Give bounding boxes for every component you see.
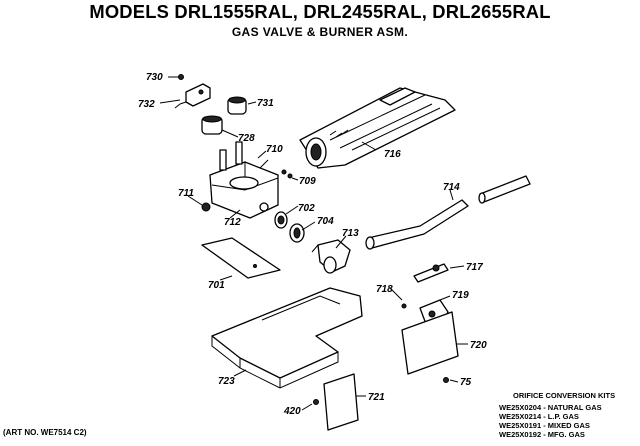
part-704-fitting <box>289 223 305 243</box>
part-728-coil <box>201 115 223 135</box>
callout-721: 721 <box>368 392 385 403</box>
part-702-fitting <box>274 211 288 229</box>
part-720-bracket <box>401 311 459 375</box>
orifice-kit-item: WE25X0192 - MFG. GAS <box>499 430 585 439</box>
part-731-coil <box>227 96 247 115</box>
part-718-screw <box>401 303 407 309</box>
callout-709: 709 <box>299 176 316 187</box>
callout-704: 704 <box>317 216 334 227</box>
callout-labels: 730 732 731 728 710 709 716 711 712 702 … <box>138 72 487 417</box>
part-716-burner <box>299 87 456 169</box>
art-number: (ART NO. WE7514 C2) <box>3 428 87 437</box>
callout-75: 75 <box>460 377 472 388</box>
part-723-burner-support <box>211 287 363 389</box>
callout-710: 710 <box>266 144 283 155</box>
part-75-screw <box>443 377 449 383</box>
callout-716: 716 <box>384 149 401 160</box>
callout-732: 732 <box>138 99 155 110</box>
callout-730: 730 <box>146 72 163 83</box>
orifice-kit-item: WE25X0204 - NATURAL GAS <box>499 403 602 412</box>
part-709-screw <box>281 169 293 179</box>
orifice-kits-heading: ORIFICE CONVERSION KITS <box>513 391 615 400</box>
diagram-subtitle: GAS VALVE & BURNER ASM. <box>231 25 409 39</box>
callout-420: 420 <box>283 406 301 417</box>
part-714-tube <box>365 199 469 250</box>
callout-719: 719 <box>452 290 469 301</box>
callout-728: 728 <box>238 133 255 144</box>
diagram-title: MODELS DRL1555RAL, DRL2455RAL, DRL2655RA… <box>89 2 551 22</box>
callout-731: 731 <box>257 98 274 109</box>
part-732-bracket <box>174 83 211 109</box>
callout-714: 714 <box>443 182 460 193</box>
callout-718: 718 <box>376 284 393 295</box>
orifice-kits-legend: ORIFICE CONVERSION KITS WE25X0204 - NATU… <box>499 391 615 439</box>
orifice-kit-item: WE25X0191 - MIXED GAS <box>499 421 590 430</box>
part-717-igniter <box>413 263 449 283</box>
callout-712: 712 <box>224 217 241 228</box>
callout-713: 713 <box>342 228 359 239</box>
part-710-gas-valve <box>201 141 279 219</box>
part-721-shield <box>323 373 359 431</box>
leader-lines <box>159 76 468 411</box>
part-713-elbow <box>311 239 351 274</box>
part-tube-segment <box>478 175 531 204</box>
callout-717: 717 <box>466 262 483 273</box>
callout-702: 702 <box>298 203 315 214</box>
callout-711: 711 <box>178 188 194 199</box>
callout-723: 723 <box>218 376 235 387</box>
part-420-screw <box>313 399 319 405</box>
callout-720: 720 <box>470 340 487 351</box>
part-730-screw <box>178 74 184 80</box>
callout-701: 701 <box>208 280 225 291</box>
part-701-plate <box>201 237 281 279</box>
orifice-kit-item: WE25X0214 - L.P. GAS <box>499 412 579 421</box>
